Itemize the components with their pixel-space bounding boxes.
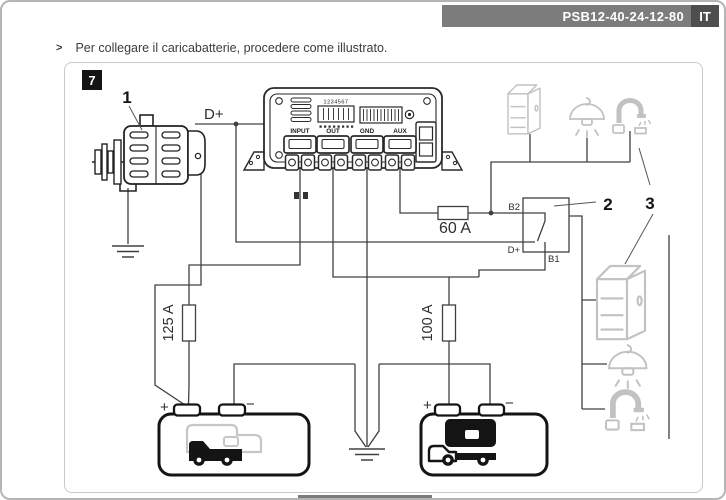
charger-icon <box>242 87 464 199</box>
ground-icon-alternator <box>112 245 144 258</box>
battery-terminal-plus <box>172 403 202 417</box>
callout-2: 2 <box>603 195 612 214</box>
wire-ground-funnel <box>354 364 380 448</box>
header-bar: PSB12-40-24-12-80 IT <box>442 5 719 27</box>
camper-icon-outline <box>185 423 263 466</box>
faucet-icon-top <box>613 100 651 133</box>
wire-aux-60a <box>399 162 523 214</box>
model-label: PSB12-40-24-12-80 <box>562 8 684 24</box>
language-badge: IT <box>691 5 719 27</box>
fuse-60a-icon <box>437 205 469 221</box>
aux-connector <box>415 121 437 163</box>
terminal-gnd-label: GND <box>360 128 375 135</box>
terminal-out-label: OUT <box>326 128 340 135</box>
lamp-icon-top <box>569 97 605 138</box>
relay-b2-label: B2 <box>508 202 520 213</box>
fuse-60a-label: 60 A <box>439 220 471 237</box>
footer-bar <box>298 495 432 498</box>
leader-2 <box>553 201 597 207</box>
vent-slats <box>290 97 312 122</box>
battery-living-plus: + <box>423 397 432 414</box>
instruction-text: Per collegare il caricabatterie, procede… <box>75 41 388 55</box>
dip-numbers-label: 1234567 <box>324 100 349 106</box>
terminal-aux-label: AUX <box>393 128 407 135</box>
figure-panel <box>64 62 703 493</box>
dip-dots <box>319 125 354 128</box>
wire-out <box>332 162 479 278</box>
wire-minus-right <box>379 363 491 405</box>
terminal-gnd <box>350 135 384 171</box>
instruction-line: > Per collegare il caricabatterie, proce… <box>56 41 387 55</box>
relay-switch <box>523 212 546 252</box>
dip-switch-1 <box>317 105 355 123</box>
callout-3: 3 <box>645 194 654 213</box>
fuse-125a-icon <box>181 304 197 342</box>
leader-3-bottom <box>624 213 654 265</box>
fridge-icon-top <box>507 84 541 135</box>
wire-bus-riser <box>490 161 630 213</box>
leader-3-top <box>638 147 651 186</box>
wire-dplus-to-relay <box>235 124 523 243</box>
wire-b1 <box>478 252 546 277</box>
battery-vehicle-plus: + <box>160 399 169 416</box>
dplus-label: D+ <box>204 106 224 123</box>
fuse-100a-icon <box>441 304 457 342</box>
mount-tab-left <box>242 151 265 171</box>
terminal-aux <box>383 135 417 171</box>
terminal-out <box>316 135 350 171</box>
fuse-100a-label: 100 A <box>420 304 436 341</box>
battery-living <box>419 403 549 477</box>
battery-terminal-minus <box>217 403 247 417</box>
wire-minus-left <box>233 363 355 405</box>
wire-lower-bus <box>569 215 583 409</box>
lamp-icon-bottom <box>608 344 648 389</box>
wire-input-fused <box>187 162 301 406</box>
junction-dot-dplus <box>233 121 239 127</box>
connector-tick-2 <box>303 192 308 199</box>
terminal-input <box>283 135 317 171</box>
wiring <box>127 123 670 448</box>
battery-vehicle-minus: − <box>246 396 255 413</box>
mount-tab-right <box>441 151 464 171</box>
dip-switch-2 <box>359 106 403 124</box>
connector-tick-1 <box>294 192 299 199</box>
battery-terminal-plus <box>433 403 462 417</box>
relay-icon <box>522 197 570 253</box>
wire-alternator-bplus <box>154 172 202 406</box>
relay-dplus-label: D+ <box>508 245 521 256</box>
terminal-input-label: INPUT <box>290 128 309 135</box>
alternator-icon <box>92 114 206 192</box>
callout-1: 1 <box>122 88 131 107</box>
junction-dot-60a <box>488 210 494 216</box>
battery-terminal-minus <box>477 403 506 417</box>
battery-vehicle <box>157 403 311 477</box>
fuse-125a-label: 125 A <box>161 304 177 341</box>
faucet-icon-bottom <box>606 392 649 430</box>
callout-leaders <box>128 105 654 265</box>
battery-living-minus: − <box>505 395 514 412</box>
leader-1 <box>128 105 143 131</box>
figure-number-badge: 7 <box>82 70 102 90</box>
relay-b1-label: B1 <box>548 254 560 265</box>
fridge-icon-bottom <box>595 264 647 341</box>
wire-top-drops <box>529 131 631 162</box>
bullet-icon: > <box>56 42 63 54</box>
ground-icon-center <box>349 448 385 461</box>
camper-icon-solid <box>427 419 496 466</box>
